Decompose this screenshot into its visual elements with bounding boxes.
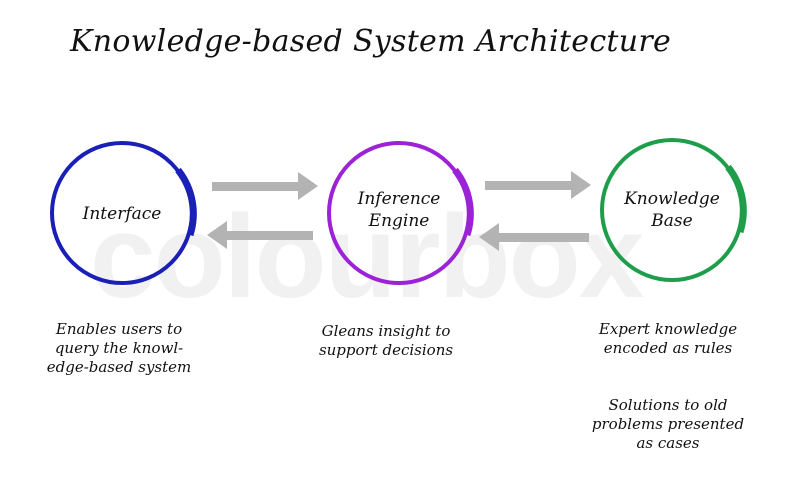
node-circle-inference-engine bbox=[327, 141, 474, 285]
description-knowledge-cases: Solutions to old problems presented as c… bbox=[558, 396, 778, 453]
desc-line: as cases bbox=[636, 434, 700, 452]
label-line: Base bbox=[651, 211, 693, 231]
description-inference-engine: Gleans insight to support decisions bbox=[276, 322, 496, 360]
label-line: Knowledge bbox=[624, 189, 720, 209]
node-label-interface: Interface bbox=[52, 203, 192, 225]
desc-line: edge-based system bbox=[46, 358, 192, 376]
diagram-title: Knowledge-based System Architecture bbox=[70, 24, 672, 59]
desc-line: Solutions to old bbox=[608, 396, 728, 414]
label-line: Inference bbox=[357, 189, 441, 209]
node-circle-interface bbox=[50, 141, 197, 285]
desc-line: Enables users to bbox=[55, 320, 183, 338]
desc-line: support decisions bbox=[318, 341, 454, 359]
desc-line: problems presented bbox=[591, 415, 745, 433]
watermark: colourbox bbox=[90, 191, 644, 323]
desc-line: query the knowl- bbox=[54, 339, 184, 357]
node-label-inference-engine: Inference Engine bbox=[329, 188, 469, 232]
desc-line: Gleans insight to bbox=[321, 322, 451, 340]
description-knowledge-rules: Expert knowledge encoded as rules bbox=[558, 320, 778, 358]
arrow-inference-to-interface bbox=[207, 221, 313, 249]
node-circle-knowledge-base bbox=[600, 138, 747, 282]
arrow-interface-to-inference bbox=[212, 172, 318, 200]
node-label-knowledge-base: Knowledge Base bbox=[602, 188, 742, 232]
label-line: Interface bbox=[82, 204, 162, 224]
arrow-knowledge-to-inference bbox=[479, 223, 589, 251]
desc-line: Expert knowledge bbox=[598, 320, 738, 338]
arrow-inference-to-knowledge bbox=[485, 171, 591, 199]
desc-line: encoded as rules bbox=[603, 339, 733, 357]
description-interface: Enables users to query the knowl- edge-b… bbox=[9, 320, 229, 377]
label-line: Engine bbox=[368, 211, 430, 231]
